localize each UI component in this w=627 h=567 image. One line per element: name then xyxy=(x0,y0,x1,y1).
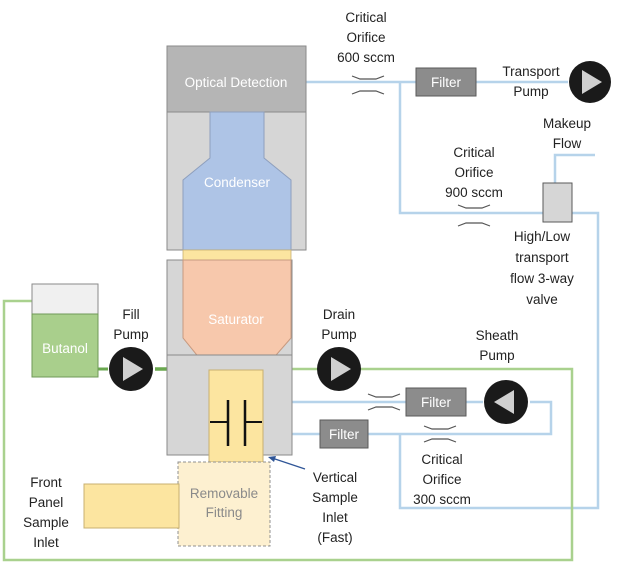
orifice-sheath-upper-bottom xyxy=(367,406,401,411)
line-makeup-flow xyxy=(553,153,595,183)
front-panel-inlet-line3: Sample xyxy=(23,515,69,530)
orifice-600-symbol xyxy=(351,75,385,95)
transport-pump-line2: Pump xyxy=(513,84,548,99)
filter-sheath-upper-box xyxy=(405,387,467,417)
line-900-orifice-branch xyxy=(398,82,543,215)
critical-orifice-900-label: Critical Orifice 900 sccm xyxy=(445,145,503,200)
sheath-pump-triangle xyxy=(494,390,514,414)
front-panel-inlet-line1: Front xyxy=(30,475,62,490)
removable-fitting xyxy=(177,461,271,547)
sheath-pump-line2: Pump xyxy=(479,348,514,363)
line-valve-to-bottom xyxy=(398,211,600,510)
filter-sheath-lower-label: Filter xyxy=(329,427,360,442)
removable-fitting-label-line1: Removable xyxy=(190,486,258,501)
fill-pump-label: Fill Pump xyxy=(113,307,148,342)
orifice-900-symbol xyxy=(457,204,491,227)
critical-orifice-300-line3: 300 sccm xyxy=(413,492,471,507)
critical-orifice-300-line2: Orifice xyxy=(422,472,461,487)
vertical-inlet-arrow-head xyxy=(268,456,276,462)
saturator-label: Saturator xyxy=(208,312,264,327)
sheath-pump xyxy=(484,380,528,424)
transport-pump xyxy=(569,61,611,103)
three-way-valve xyxy=(542,182,573,223)
butanol-label: Butanol xyxy=(42,341,88,356)
vertical-inlet-label: Vertical Sample Inlet (Fast) xyxy=(312,470,358,545)
valve-line1: High/Low xyxy=(514,229,571,244)
drain-pump xyxy=(317,347,361,391)
critical-orifice-300-line1: Critical xyxy=(421,452,462,467)
condenser-saturator-junction xyxy=(182,249,292,261)
front-panel-inlet-label: Front Panel Sample Inlet xyxy=(23,475,69,550)
butanol-reservoir-top xyxy=(31,283,99,315)
orifice-900-top xyxy=(457,204,491,209)
vertical-inlet-line4: (Fast) xyxy=(317,530,352,545)
butanol-reservoir-liquid xyxy=(31,313,99,378)
critical-orifice-900-line3: 900 sccm xyxy=(445,185,503,200)
valve-line2: transport xyxy=(515,250,569,265)
transport-pump-label: Transport Pump xyxy=(502,64,560,99)
critical-orifice-600-label: Critical Orifice 600 sccm xyxy=(337,10,395,65)
fill-pump-line2: Pump xyxy=(113,327,148,342)
filter-sheath-upper-label: Filter xyxy=(421,395,452,410)
filter-top-box xyxy=(415,67,477,97)
butanol-reservoir: Butanol xyxy=(31,283,99,378)
drain-pump-label: Drain Pump xyxy=(321,307,356,342)
vertical-inlet-line1: Vertical xyxy=(313,470,357,485)
sheath-pump-label: Sheath Pump xyxy=(476,328,519,363)
drain-pump-line1: Drain xyxy=(323,307,355,322)
makeup-flow-label: Makeup Flow xyxy=(543,116,591,151)
optical-detection-block xyxy=(166,45,307,113)
critical-orifice-600-line3: 600 sccm xyxy=(337,50,395,65)
critical-orifice-900-line1: Critical xyxy=(453,145,494,160)
fill-pump-triangle xyxy=(123,357,143,381)
fill-pump xyxy=(109,347,153,391)
drain-pump-line2: Pump xyxy=(321,327,356,342)
front-panel-inlet-tube xyxy=(83,483,180,529)
orifice-600-bottom xyxy=(351,90,385,95)
drain-pump-triangle xyxy=(331,357,351,381)
makeup-flow-line2: Flow xyxy=(553,136,582,151)
removable-fitting-label-line2: Fitting xyxy=(206,505,243,520)
optical-detection-label: Optical Detection xyxy=(185,75,288,90)
critical-orifice-600-line2: Orifice xyxy=(346,30,385,45)
line-sheath-pump-right xyxy=(368,400,553,436)
front-panel-inlet-line4: Inlet xyxy=(33,535,59,550)
valve-label: High/Low transport flow 3-way valve xyxy=(510,229,574,307)
critical-orifice-600-line1: Critical xyxy=(345,10,386,25)
orifice-300-symbol xyxy=(423,425,457,443)
sheath-pump-line1: Sheath xyxy=(476,328,519,343)
vertical-inlet-line3: Inlet xyxy=(322,510,348,525)
filter-sheath-upper: Filter xyxy=(405,387,467,417)
fill-pump-line1: Fill xyxy=(122,307,139,322)
front-panel-inlet-line2: Panel xyxy=(29,495,64,510)
vertical-inlet-arrow-line xyxy=(271,457,306,470)
valve-line4: valve xyxy=(526,292,558,307)
orifice-sheath-upper-top xyxy=(367,393,401,398)
filter-sheath-lower-box xyxy=(319,419,369,449)
line-drain-loop xyxy=(2,299,574,562)
transport-pump-line1: Transport xyxy=(502,64,560,79)
vertical-inlet-line2: Sample xyxy=(312,490,358,505)
orifice-sheath-upper-symbol xyxy=(367,393,401,411)
transport-pump-triangle xyxy=(582,70,602,94)
filter-sheath-lower: Filter xyxy=(319,419,369,449)
orifice-600-top xyxy=(351,75,385,80)
condenser-label: Condenser xyxy=(204,175,271,190)
orifice-300-top xyxy=(423,425,457,430)
orifice-300-bottom xyxy=(423,438,457,443)
filter-top: Filter xyxy=(415,67,477,97)
makeup-flow-line1: Makeup xyxy=(543,116,591,131)
critical-orifice-300-label: Critical Orifice 300 sccm xyxy=(413,452,471,507)
valve-line3: flow 3-way xyxy=(510,271,574,286)
orifice-900-bottom xyxy=(457,222,491,227)
filter-top-label: Filter xyxy=(431,75,462,90)
inlet-chamber xyxy=(208,369,264,463)
instrument-body: Optical Detection Condenser Saturator Re… xyxy=(83,45,307,547)
critical-orifice-900-line2: Orifice xyxy=(454,165,493,180)
